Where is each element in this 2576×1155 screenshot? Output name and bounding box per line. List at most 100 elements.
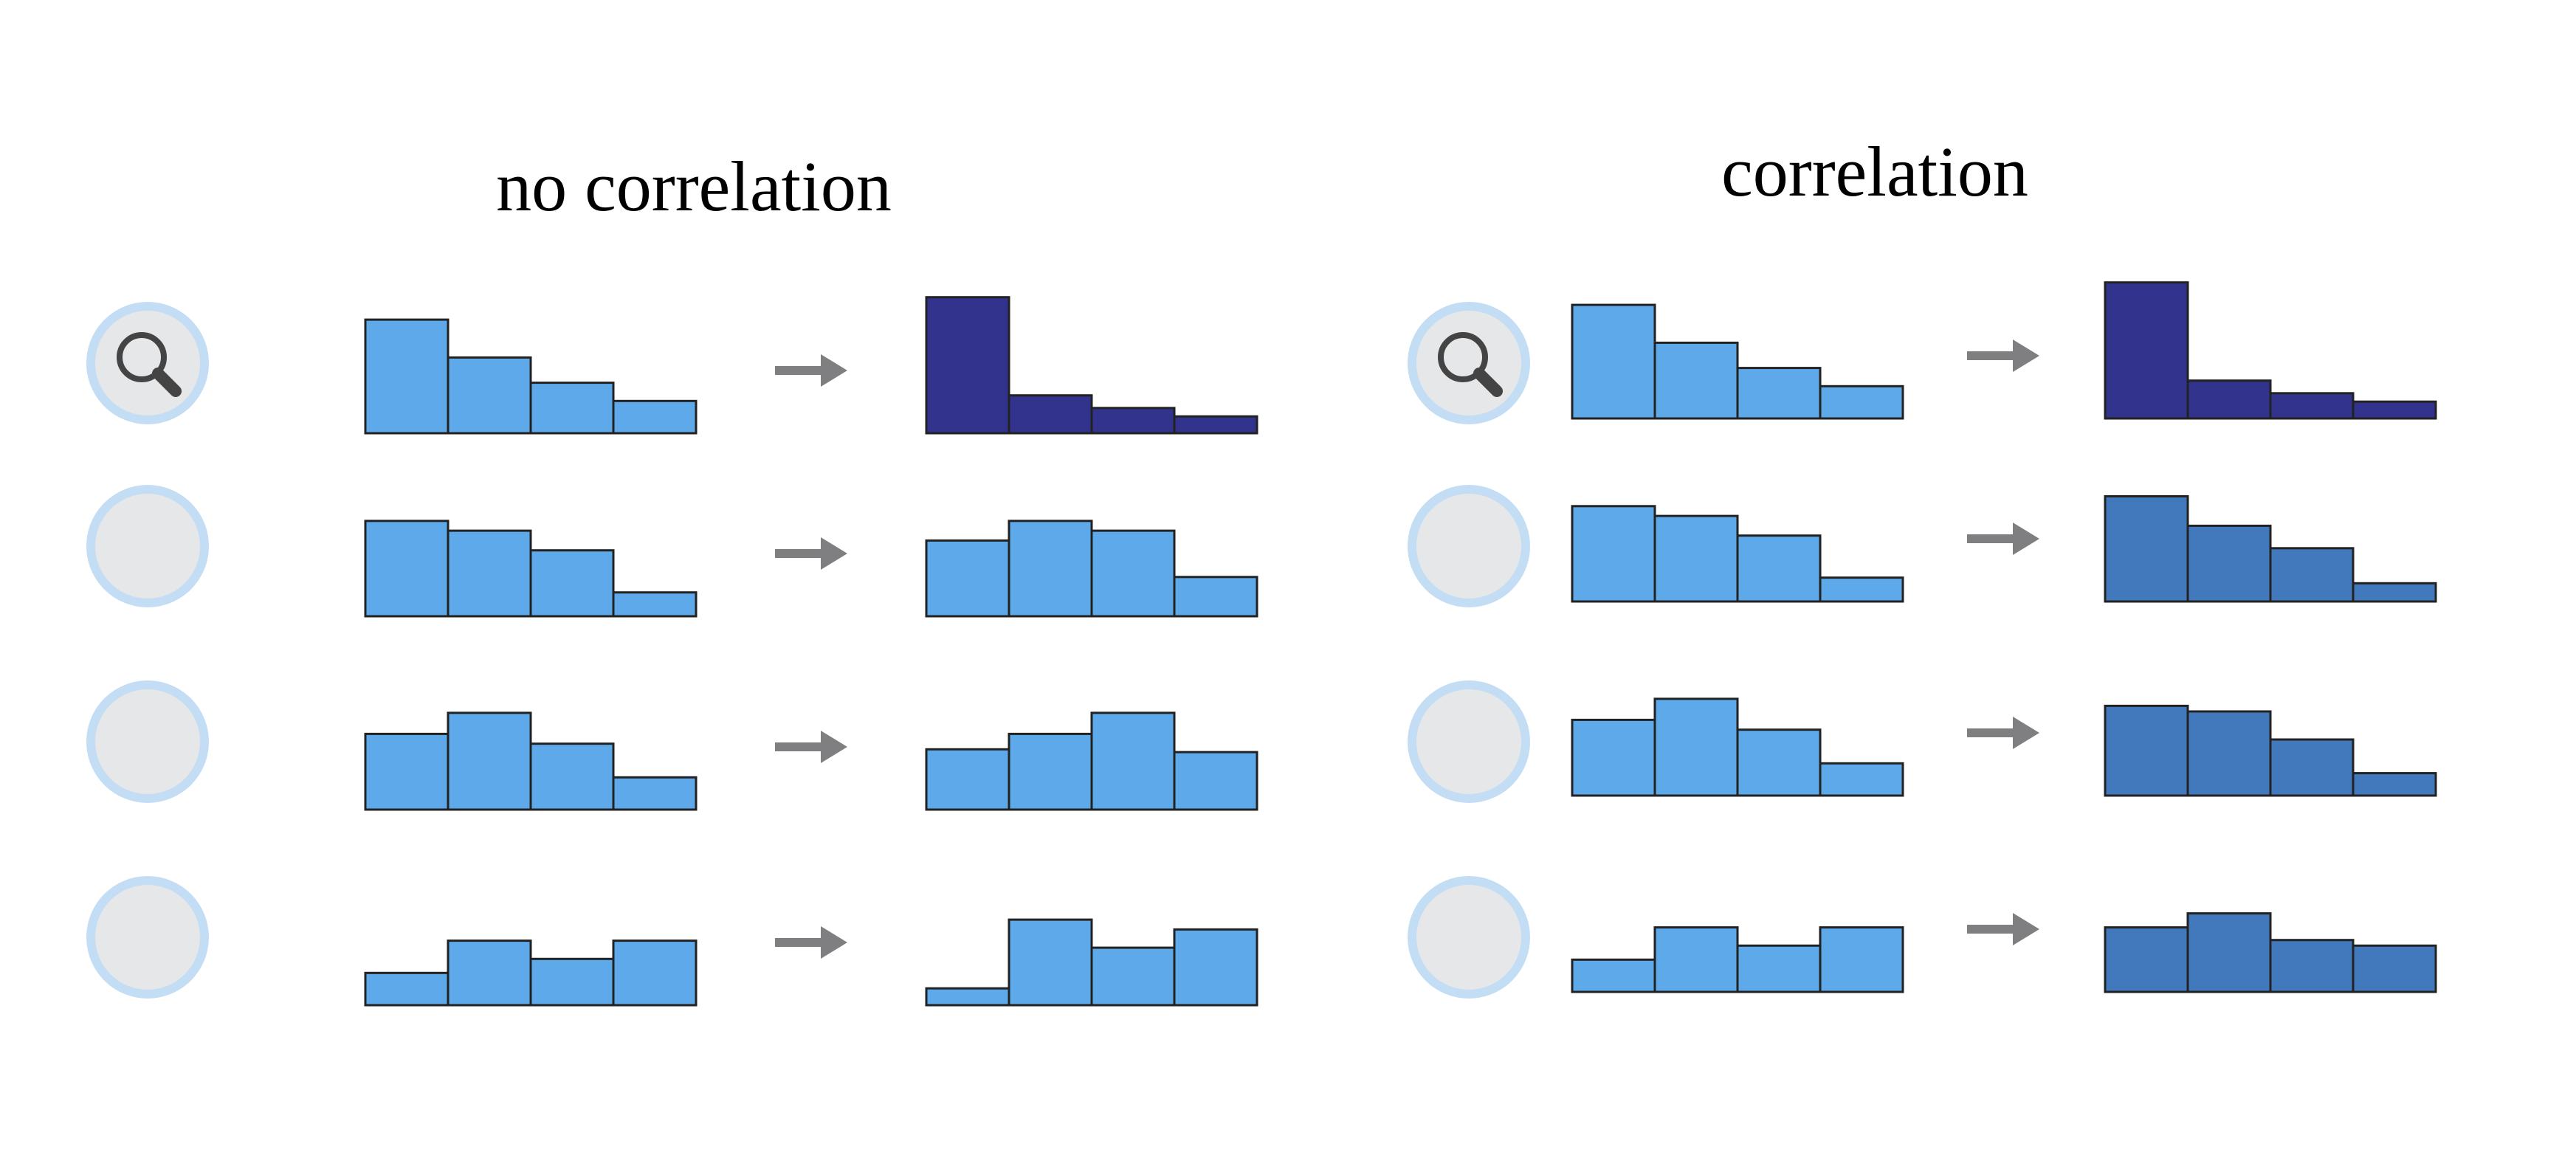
arrow-icon [1967,339,2039,372]
arrow-icon [775,354,847,387]
before-histogram-bar-1 [1571,958,1656,993]
row-4 [86,876,1258,1007]
after-histogram [2104,281,2437,420]
magnifier-icon [117,332,182,397]
after-histogram-bar-1 [925,987,1010,1007]
after-histogram-bar-3 [1090,711,1176,811]
row-selector-circle-disc [1408,876,1530,999]
before-histogram-bar-4 [612,939,698,1007]
magnifier-handle [152,368,182,397]
after-histogram [2104,704,2437,797]
row-selector-circle[interactable] [86,876,209,999]
arrow-icon-shaft [1967,534,2019,543]
magnifier-lens [117,332,167,382]
after-histogram-bar-4 [1173,928,1258,1007]
before-histogram-bar-4 [1819,762,1904,797]
before-histogram-bar-1 [364,732,450,811]
before-histogram-bar-1 [364,971,450,1007]
row-selector-circle-disc [1408,302,1530,424]
magnifier-icon [1438,332,1503,397]
arrow-icon-shaft [1967,351,2019,360]
after-histogram-bar-1 [925,748,1010,811]
arrow-icon-shaft [775,366,827,375]
arrow-icon [1967,523,2039,555]
before-histogram-bar-1 [364,520,450,618]
after-histogram-bar-1 [925,296,1010,435]
arrow-icon [775,731,847,763]
after-histogram-bar-3 [1090,529,1176,618]
after-histogram [2104,912,2437,993]
before-histogram-bar-2 [1653,926,1739,993]
arrow-icon-head [821,926,847,959]
before-histogram-bar-3 [1736,534,1822,603]
after-histogram-bar-1 [925,539,1010,618]
after-histogram-bar-4 [1173,415,1258,435]
arrow-icon [775,537,847,570]
arrow-icon-head [2013,913,2039,945]
after-histogram-bar-2 [1008,918,1093,1007]
before-histogram-bar-2 [1653,514,1739,603]
after-histogram-bar-2 [2186,912,2272,993]
after-histogram-bar-3 [1090,946,1176,1007]
after-histogram-bar-4 [1173,751,1258,811]
arrow-icon-head [821,354,847,387]
row-selector-circle[interactable] [1408,680,1530,803]
before-histogram-bar-4 [612,399,698,435]
before-histogram-bar-3 [1736,728,1822,797]
row-selector-circle-disc [1408,680,1530,803]
row-selector-circle[interactable] [1408,876,1530,999]
after-histogram [2104,495,2437,603]
row-selector-circle-disc [86,680,209,803]
row-selector-circle[interactable] [86,680,209,803]
before-histogram [1571,697,1904,797]
row-2 [1408,485,2437,607]
after-histogram-bar-3 [2269,738,2355,797]
panel-no-correlation [86,296,1258,1007]
after-histogram-bar-4 [2352,400,2437,420]
after-histogram-bar-2 [1008,520,1093,618]
after-histogram-bar-2 [2186,710,2272,797]
after-histogram-bar-1 [2104,281,2189,420]
before-histogram-bar-2 [447,529,532,618]
magnifier-lens [1438,332,1488,382]
arrow-icon-head [821,537,847,570]
before-histogram [1571,926,1904,993]
after-histogram-bar-3 [2269,939,2355,993]
after-histogram-bar-4 [2352,772,2437,797]
after-histogram-bar-3 [1090,407,1176,435]
after-histogram-bar-1 [2104,926,2189,993]
row-2 [86,485,1258,618]
before-histogram-bar-1 [1571,718,1656,797]
arrow-icon-head [2013,523,2039,555]
after-histogram-bar-2 [2186,379,2272,420]
after-histogram-bar-1 [2104,704,2189,797]
after-histogram [925,711,1258,811]
before-histogram-bar-4 [612,776,698,811]
arrow-icon [775,926,847,959]
before-histogram [364,939,698,1007]
arrow-icon-head [821,731,847,763]
before-histogram-bar-2 [1653,697,1739,797]
row-selector-circle-disc [86,485,209,607]
before-histogram [364,318,698,435]
before-histogram-bar-2 [447,711,532,811]
row-selector-circle[interactable] [1408,485,1530,607]
row-selector-circle[interactable] [86,485,209,607]
after-histogram-bar-3 [2269,392,2355,420]
magnifier-handle [1473,368,1503,397]
before-histogram [364,520,698,618]
before-histogram-bar-2 [447,939,532,1007]
before-histogram-bar-4 [1819,385,1904,420]
row-selector-circle-disc [1408,485,1530,607]
after-histogram-bar-4 [2352,944,2437,993]
row-selector-circle[interactable] [86,302,209,424]
arrow-icon-shaft [1967,728,2019,737]
after-histogram [925,296,1258,435]
panel-title-correlation: correlation [1721,132,2028,211]
row-selector-circle[interactable] [1408,302,1530,424]
before-histogram-bar-3 [529,549,615,618]
arrow-icon [1967,913,2039,945]
arrow-icon-shaft [775,742,827,751]
after-histogram-bar-3 [2269,547,2355,603]
after-histogram-bar-2 [2186,524,2272,603]
